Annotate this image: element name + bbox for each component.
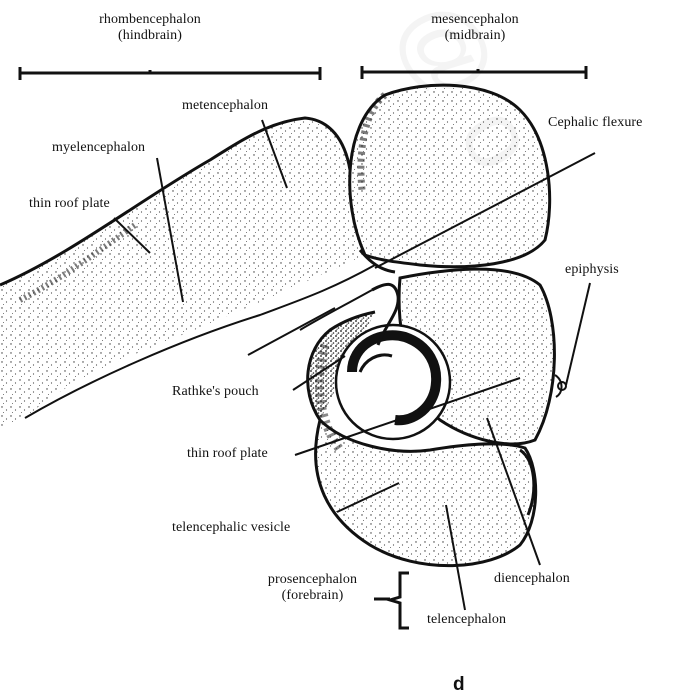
thin-roof-plate-lower-label: thin roof plate xyxy=(187,446,268,462)
panel-letter: d xyxy=(453,674,465,696)
thin-roof-plate-upper-label: thin roof plate xyxy=(29,196,110,212)
rathkes-pouch-label: Rathke's pouch xyxy=(172,384,259,400)
diencephalon-label: diencephalon xyxy=(494,571,570,587)
forebrain-label-line2: (forebrain) xyxy=(255,588,370,604)
myelencephalon-label: myelencephalon xyxy=(52,140,145,156)
hindbrain-bracket xyxy=(20,67,320,80)
midbrain-label-line1: mesencephalon xyxy=(405,12,545,28)
telencephalon-label: telencephalon xyxy=(427,612,506,628)
hindbrain-label-line2: (hindbrain) xyxy=(80,28,220,44)
hindbrain-label-line1: rhombencephalon xyxy=(80,12,220,28)
metencephalon-label: metencephalon xyxy=(182,98,268,114)
midbrain-label-line2: (midbrain) xyxy=(405,28,545,44)
midbrain-label: mesencephalon (midbrain) xyxy=(405,12,545,44)
forebrain-brace xyxy=(374,573,409,628)
epiphysis-label: epiphysis xyxy=(565,262,619,278)
telencephalic-vesicle-label: telencephalic vesicle xyxy=(172,520,290,536)
hindbrain-label: rhombencephalon (hindbrain) xyxy=(80,12,220,44)
forebrain-label: prosencephalon (forebrain) xyxy=(255,572,370,604)
forebrain-label-line1: prosencephalon xyxy=(255,572,370,588)
cephalic-flexure-label: Cephalic flexure xyxy=(548,115,643,131)
